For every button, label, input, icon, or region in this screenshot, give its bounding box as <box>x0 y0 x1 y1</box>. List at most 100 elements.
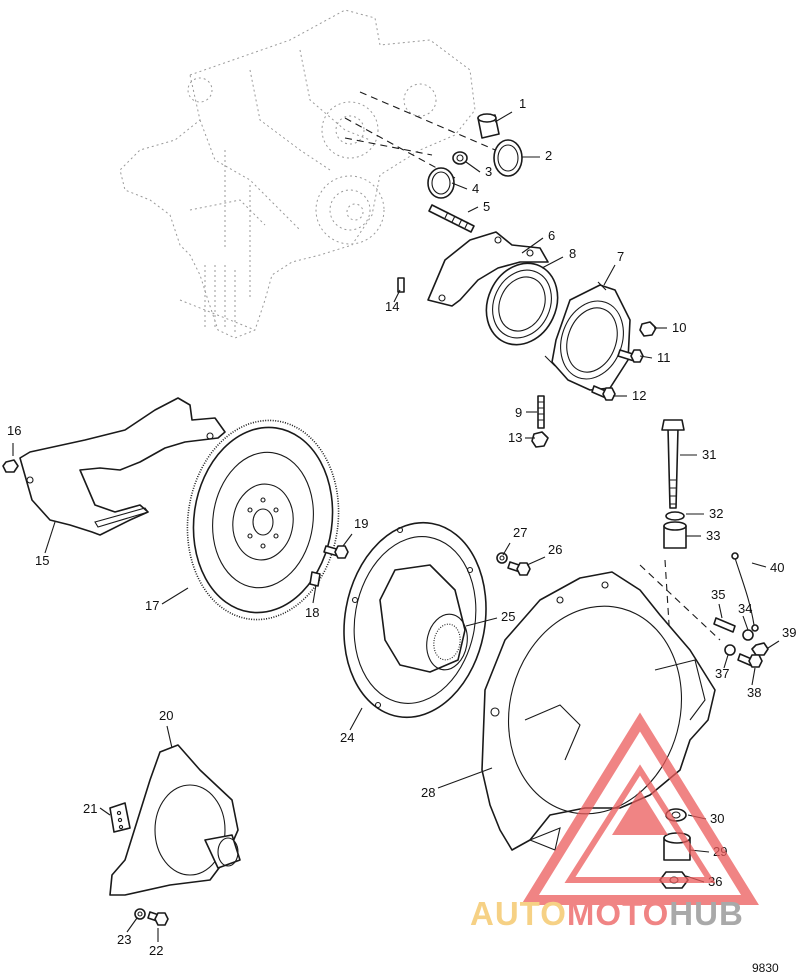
callout-2: 2 <box>545 148 552 163</box>
callout-leader-40 <box>751 562 767 568</box>
flywheel-cover-15 <box>19 397 226 536</box>
washer-34 <box>742 629 754 641</box>
callout-21: 21 <box>83 801 97 816</box>
callout-20: 20 <box>159 708 173 723</box>
callout-leader-26 <box>526 556 546 566</box>
callout-leader-19 <box>342 533 353 547</box>
nut-10 <box>639 321 657 337</box>
callout-28: 28 <box>421 785 435 800</box>
bolt-11 <box>617 349 644 363</box>
callout-16: 16 <box>7 423 21 438</box>
callout-leader-11 <box>639 355 653 359</box>
watermark: AUTOMOTOHUB <box>470 712 759 932</box>
callout-leader-39 <box>767 640 780 649</box>
bolt-22 <box>147 911 169 926</box>
callout-7: 7 <box>617 249 624 264</box>
dowel-pin-1 <box>477 113 500 139</box>
stud-9 <box>537 395 545 429</box>
washer-27 <box>496 552 508 564</box>
callout-leader-3 <box>465 161 481 173</box>
callout-1: 1 <box>519 96 526 111</box>
callout-4: 4 <box>472 181 479 196</box>
callout-leader-7 <box>603 264 616 286</box>
ground-strap-40 <box>731 552 759 632</box>
callout-leader-5 <box>467 206 479 213</box>
stud-5 <box>428 204 475 233</box>
ring-seal-2 <box>493 139 523 177</box>
coupler-hub-20 <box>109 744 241 896</box>
callout-32: 32 <box>709 506 723 521</box>
figure-reference-number: 9830 <box>752 961 779 975</box>
callout-leader-27 <box>502 542 511 556</box>
dowel-18 <box>309 571 321 587</box>
watermark-part-auto: AUTO <box>470 895 567 932</box>
screw-16 <box>2 459 19 473</box>
bolt-38 <box>737 653 763 668</box>
svg-text:AUTOMOTOHUB: AUTOMOTOHUB <box>470 895 744 932</box>
callout-35: 35 <box>711 587 725 602</box>
callout-leader-17 <box>161 587 189 605</box>
watermark-part-moto: MOTO <box>567 895 669 932</box>
callout-34: 34 <box>738 601 752 616</box>
callout-11: 11 <box>657 350 671 365</box>
plug-3 <box>452 151 468 165</box>
nut-39 <box>751 642 769 656</box>
callout-leader-1 <box>494 111 513 123</box>
spacer-33 <box>663 521 687 549</box>
callout-5: 5 <box>483 199 490 214</box>
pin-14 <box>397 277 405 293</box>
bolt-12 <box>591 385 616 401</box>
gasket-plate-6 <box>427 231 549 307</box>
callout-18: 18 <box>305 605 319 620</box>
callout-leader-38 <box>751 667 756 686</box>
callout-27: 27 <box>513 525 527 540</box>
callout-31: 31 <box>702 447 716 462</box>
flywheel-17 <box>186 419 340 621</box>
callout-37: 37 <box>715 666 729 681</box>
callout-leader-25 <box>465 617 498 627</box>
callout-leader-21 <box>99 807 111 816</box>
callout-leader-28 <box>437 767 493 789</box>
bolt-26 <box>507 561 531 576</box>
bolt-31 <box>661 419 685 509</box>
callout-30: 30 <box>710 811 724 826</box>
callout-15: 15 <box>35 553 49 568</box>
washer-23 <box>134 908 146 920</box>
callout-38: 38 <box>747 685 761 700</box>
callout-leader-18 <box>312 584 317 604</box>
callout-33: 33 <box>706 528 720 543</box>
callout-17: 17 <box>145 598 159 613</box>
callout-leader-15 <box>44 521 56 554</box>
callout-leader-4 <box>451 182 468 190</box>
stud-35 <box>713 617 736 633</box>
bolt-19 <box>323 545 349 559</box>
callout-leader-8 <box>541 256 564 269</box>
callout-24: 24 <box>340 730 354 745</box>
watermark-part-hub: HUB <box>669 895 744 932</box>
callout-leader-24 <box>349 707 363 731</box>
callout-leader-37 <box>723 654 729 669</box>
callout-22: 22 <box>149 943 163 958</box>
callout-23: 23 <box>117 932 131 947</box>
callout-leader-34 <box>742 615 749 631</box>
nut-13 <box>531 431 549 448</box>
spacer-21 <box>109 802 131 833</box>
callout-leader-6 <box>521 237 544 254</box>
callout-8: 8 <box>569 246 576 261</box>
o-ring-4 <box>427 167 455 199</box>
callout-10: 10 <box>672 320 686 335</box>
callout-26: 26 <box>548 542 562 557</box>
callout-19: 19 <box>354 516 368 531</box>
washer-37 <box>724 644 736 656</box>
callout-leader-35 <box>718 603 723 619</box>
engine-block-outline <box>119 9 476 339</box>
callout-25: 25 <box>501 609 515 624</box>
rear-main-seal-8 <box>485 262 559 346</box>
callout-12: 12 <box>632 388 646 403</box>
drive-plate-24 <box>343 521 487 719</box>
callout-3: 3 <box>485 164 492 179</box>
callout-6: 6 <box>548 228 555 243</box>
callout-leader-14 <box>393 289 401 303</box>
callout-14: 14 <box>385 299 399 314</box>
